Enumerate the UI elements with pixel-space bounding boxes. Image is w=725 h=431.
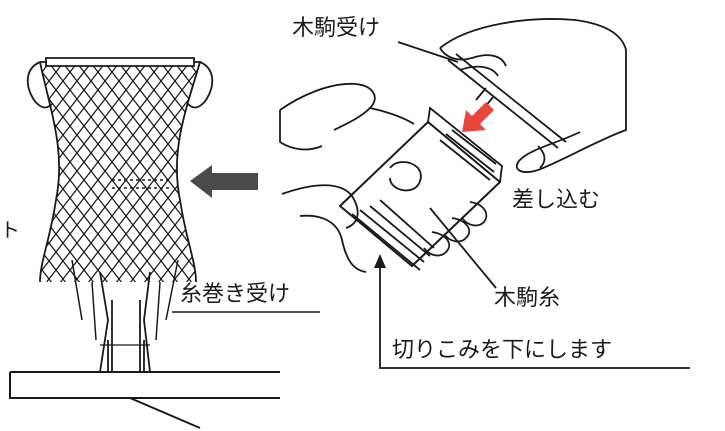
left-arrow: [190, 165, 258, 198]
bobbin-block: [338, 120, 502, 268]
kirikomi-leader: [379, 264, 690, 369]
hands-and-bobbin: [279, 18, 690, 369]
mesh-outline: [39, 61, 202, 283]
edge-fragment-text: ト: [0, 218, 20, 242]
itomaki-uke-label: 糸巻き受け: [180, 282, 291, 307]
bobbin-holder: [9, 57, 320, 429]
up-arrow-head: [374, 254, 386, 268]
sashikomu-label: 差し込む: [512, 188, 601, 213]
base-plate: [9, 371, 280, 429]
kigoma-uke-label: 木駒受け: [292, 16, 381, 41]
kigoma-uke-leader: [397, 41, 459, 63]
kigoma-ito-leader: [429, 207, 497, 289]
red-arrow: [462, 102, 494, 132]
spool-stand: [99, 271, 151, 373]
top-rim: [45, 57, 195, 67]
kirikomi-label: 切りこみを下にします: [392, 338, 613, 363]
kigoma-ito-label: 木駒糸: [494, 286, 561, 311]
